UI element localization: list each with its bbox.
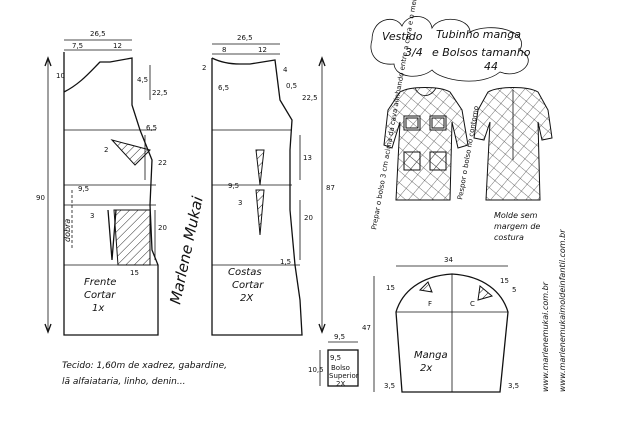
back-shoulder: 12 bbox=[258, 46, 267, 54]
back-side-a: 6,5 bbox=[218, 84, 229, 92]
front-dart-width: 9,5 bbox=[78, 185, 89, 193]
sleeve-cuff-right: 3,5 bbox=[508, 382, 519, 390]
url-2: www.marlenemukaimoldeinfantil.com.br bbox=[558, 229, 567, 392]
pocket-qty: 2X bbox=[336, 380, 345, 388]
front-length: 90 bbox=[36, 194, 45, 202]
front-top-drop: 10 bbox=[56, 72, 65, 80]
seam-note-line3: costura bbox=[494, 233, 524, 242]
fabric-line2: lã alfaiataria, linho, denin... bbox=[62, 377, 185, 387]
front-pattern-piece: 26,5 7,5 12 10 4,5 22,5 22 9,5 2 3 20 6,… bbox=[36, 30, 168, 336]
title-line3: 3/4 bbox=[405, 46, 423, 59]
url-1: www.marlenemukai.com.br bbox=[541, 281, 550, 392]
front-shoulder-drop: 4,5 bbox=[137, 76, 148, 84]
front-dart-side: 2 bbox=[104, 146, 108, 154]
title-line1: Vestido bbox=[382, 30, 423, 43]
front-hem: 15 bbox=[130, 269, 139, 277]
back-arm2: 0,5 bbox=[286, 82, 297, 90]
title-line4: e Bolsos tamanho bbox=[432, 46, 531, 59]
sleeve-back-mark: 15 bbox=[500, 277, 509, 285]
front-label: Frente bbox=[84, 277, 116, 288]
seam-note-line2: margem de bbox=[494, 222, 540, 231]
dress-front-illustration bbox=[383, 87, 469, 201]
front-neck: 7,5 bbox=[72, 42, 83, 50]
front-bust: 22 bbox=[158, 159, 167, 167]
back-armhole: 22,5 bbox=[302, 94, 318, 102]
fabric-line1: Tecido: 1,60m de xadrez, gabardine, bbox=[62, 361, 227, 371]
signature: Marlene Mukai bbox=[166, 194, 207, 306]
front-width: 26,5 bbox=[90, 30, 106, 38]
front-shoulder: 12 bbox=[113, 42, 122, 50]
front-hip: 20 bbox=[158, 224, 167, 232]
title-block: Vestido Tubinho manga 3/4 e Bolsos taman… bbox=[370, 16, 531, 82]
back-cut: Cortar bbox=[232, 280, 264, 291]
front-side: 6,5 bbox=[146, 124, 157, 132]
back-label: Costas bbox=[228, 267, 262, 278]
sleeve-cap: 15 bbox=[386, 284, 395, 292]
back-hem: 1,5 bbox=[280, 258, 291, 266]
back-dart-width: 9,5 bbox=[228, 182, 239, 190]
sleeve-width: 34 bbox=[444, 256, 453, 264]
back-neck: 8 bbox=[222, 46, 226, 54]
back-hip: 20 bbox=[304, 214, 313, 222]
front-waist: 3 bbox=[90, 212, 94, 220]
front-fold-label: dobra bbox=[63, 219, 72, 242]
pocket-pattern-piece: 9,5 10,5 9,5 Bolso Superior 2X bbox=[308, 333, 359, 388]
front-qty: 1x bbox=[92, 303, 104, 314]
back-qty: 2X bbox=[240, 293, 254, 304]
pocket-side: 9,5 bbox=[330, 354, 341, 362]
sleeve-cap-side: 5 bbox=[512, 286, 516, 294]
sleeve-pattern-piece: 34 47 15 5 15 3,5 3,5 F C Manga 2x bbox=[362, 256, 519, 393]
sleeve-back-letter: C bbox=[470, 300, 475, 308]
front-armhole: 22,5 bbox=[152, 89, 168, 97]
back-dart-side: 3 bbox=[238, 199, 242, 207]
dress-back-illustration bbox=[473, 87, 553, 201]
sleeve-qty: 2x bbox=[420, 363, 432, 374]
pocket-height: 10,5 bbox=[308, 366, 324, 374]
seam-note-line1: Molde sem bbox=[494, 211, 538, 220]
back-shoulder-drop: 4 bbox=[283, 66, 288, 74]
back-side-b: 13 bbox=[303, 154, 312, 162]
back-neck-drop: 2 bbox=[202, 64, 206, 72]
sleeve-front-letter: F bbox=[428, 300, 432, 308]
title-line2: Tubinho manga bbox=[436, 28, 521, 41]
sleeve-label: Manga bbox=[414, 350, 448, 361]
back-width: 26,5 bbox=[237, 34, 253, 42]
pocket-label1: Bolso bbox=[331, 364, 350, 372]
back-pattern-piece: 26,5 8 12 2 4 6,5 22,5 0,5 13 9,5 3 20 1… bbox=[202, 34, 335, 336]
back-length: 87 bbox=[326, 184, 335, 192]
sleeve-cuff-left: 3,5 bbox=[384, 382, 395, 390]
sleeve-length: 47 bbox=[362, 324, 371, 332]
pocket-label2: Superior bbox=[329, 372, 359, 380]
pocket-width: 9,5 bbox=[334, 333, 345, 341]
title-size: 44 bbox=[484, 60, 498, 73]
front-cut: Cortar bbox=[84, 290, 116, 301]
